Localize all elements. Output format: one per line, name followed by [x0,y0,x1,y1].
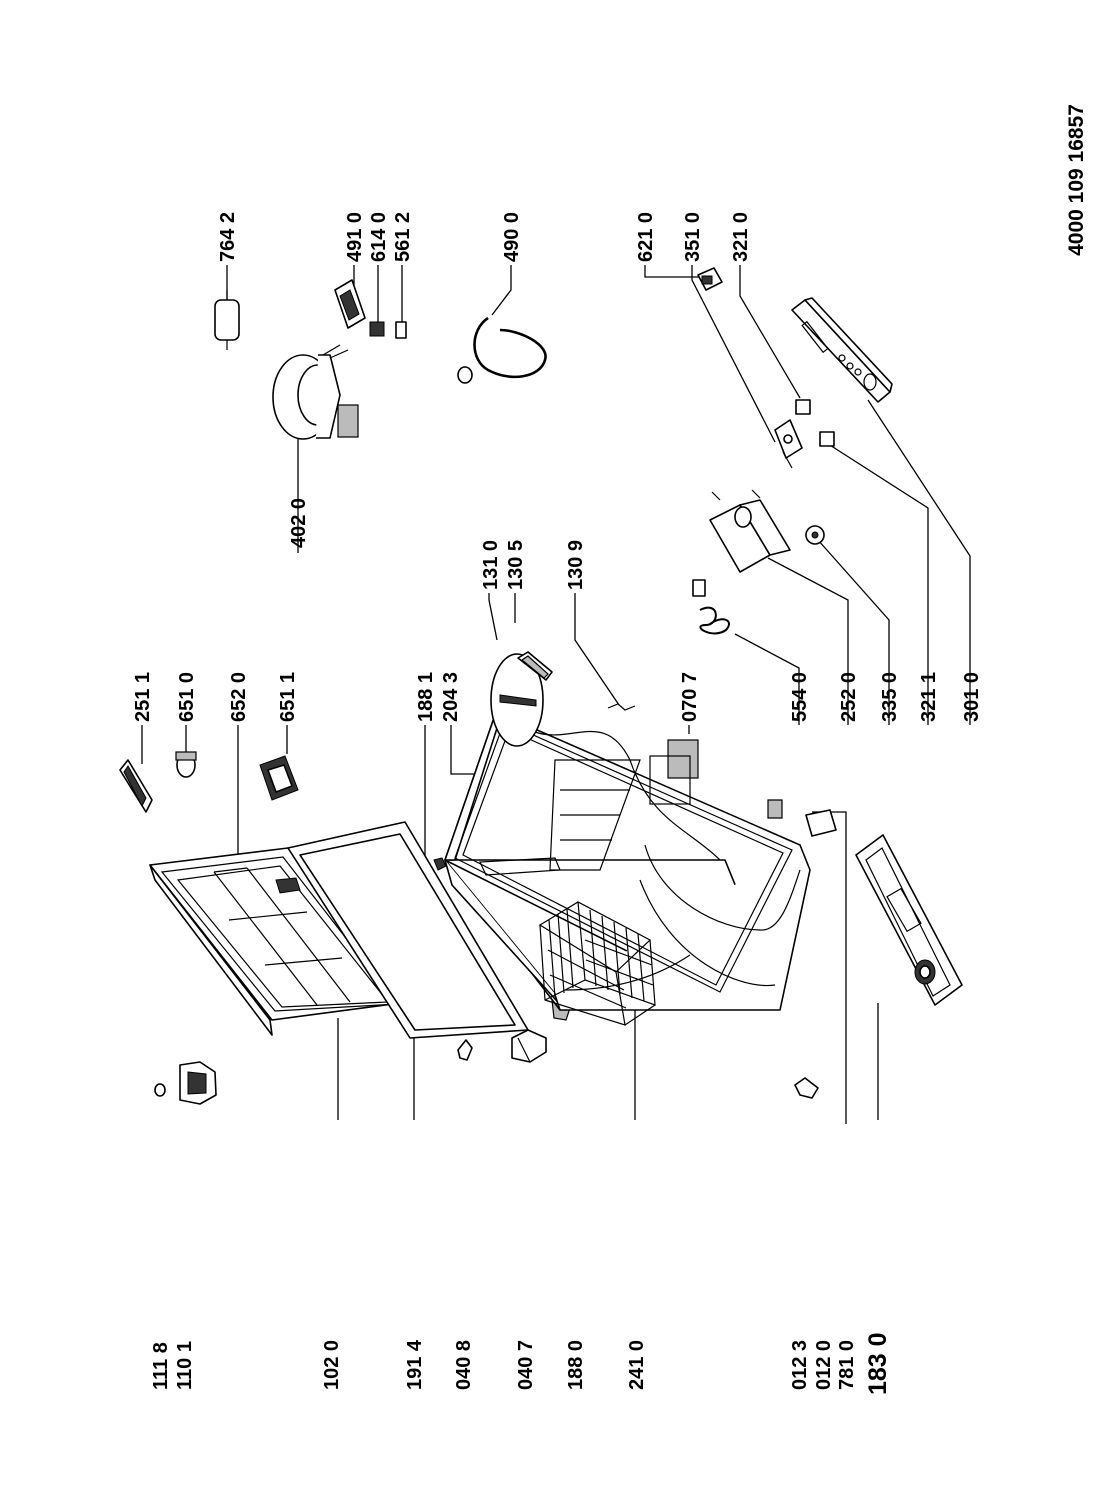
cover-part-131-0 [490,653,544,747]
label-321-0: 321 0 [730,212,752,262]
relay-part-614-0 [369,321,385,337]
knob-part-111-8 [154,1083,166,1097]
label-554-0: 554 0 [789,672,811,722]
bracket-part-652-0 [275,877,301,894]
document-number: 4000 109 16857 [1065,104,1088,256]
label-652-0: 652 0 [228,672,250,722]
label-191-4: 191 4 [404,1339,426,1390]
vent-strip-part-251-1 [119,759,153,813]
label-781-0: 781 0 [836,1340,858,1390]
label-321-1: 321 1 [918,672,940,722]
gasket-part-191-4 [287,821,529,1039]
label-402-0: 402 0 [288,498,310,548]
cap-part-321-0 [795,399,811,415]
connector-part-561-2 [395,321,407,339]
label-110-1: 110 1 [174,1341,196,1390]
label-040-7: 040 7 [515,1340,537,1390]
compressor-part-402-0 [272,344,359,440]
label-070-7: 070 7 [679,672,701,722]
freezer-cabinet-body [433,711,837,1011]
thermostat-housing-part-252-0 [709,489,791,573]
label-621-0: 621 0 [635,212,657,262]
label-491-0: 491 0 [344,212,366,262]
cap-part-321-1 [819,431,835,447]
label-614-0: 614 0 [368,212,390,262]
label-040-8: 040 8 [453,1340,475,1390]
label-131-0: 131 0 [480,540,502,590]
knob-part-335-0 [805,525,825,545]
label-188-1: 188 1 [415,672,437,722]
label-204-3: 204 3 [440,672,462,722]
lamp-housing-part-651-1 [259,755,299,801]
handle-lock-part-110-1 [179,1061,217,1105]
label-251-1: 251 1 [132,672,154,722]
part-labels: 111 8 110 1 102 0 191 4 040 8 040 7 188 … [132,212,983,1395]
indicator-part-351-0 [774,419,803,469]
control-panel-part-301-0 [791,297,893,403]
label-012-3: 012 3 [789,1340,811,1390]
label-241-0: 241 0 [626,1340,648,1390]
label-252-0: 252 0 [838,672,860,722]
label-651-0: 651 0 [176,672,198,722]
support-part-130-5 [517,651,553,681]
label-651-1: 651 1 [277,672,299,722]
filter-drier-part-764-2 [214,290,240,350]
switch-part-621-0 [697,267,723,291]
lamp-part-651-0 [175,751,197,778]
relay-box-part-491-0 [334,279,366,329]
vent-grille-part-070-7 [667,739,699,779]
hinge-part-188-1 [433,857,447,871]
label-188-0: 188 0 [565,1340,587,1390]
label-012-0: 012 0 [813,1340,835,1390]
label-561-2: 561 2 [392,212,414,262]
label-764-2: 764 2 [217,212,239,262]
basket-part-241-0 [538,901,656,1026]
spring-part-554-0 [692,579,730,635]
foot-part-781-0 [767,799,783,819]
label-335-0: 335 0 [879,672,901,722]
clip-part-040-8 [457,1039,473,1061]
label-351-0: 351 0 [682,212,704,262]
label-183-0: 183 0 [864,1332,892,1395]
base-tray-part-183-0 [855,834,963,1006]
foot-part-012-0 [805,809,837,837]
bracket-part-012-3 [794,1077,819,1099]
label-130-5: 130 5 [505,540,527,590]
label-301-0: 301 0 [961,672,983,722]
clip-part-130-9 [607,703,636,711]
label-111-8: 111 8 [150,1342,172,1390]
label-490-0: 490 0 [501,212,523,262]
power-cord-part-490-0 [457,316,547,384]
label-102-0: 102 0 [321,1340,343,1390]
label-130-9: 130 9 [565,540,587,590]
hinge-cover-part-040-7 [511,1029,547,1063]
divider-part-204-3 [479,759,641,876]
